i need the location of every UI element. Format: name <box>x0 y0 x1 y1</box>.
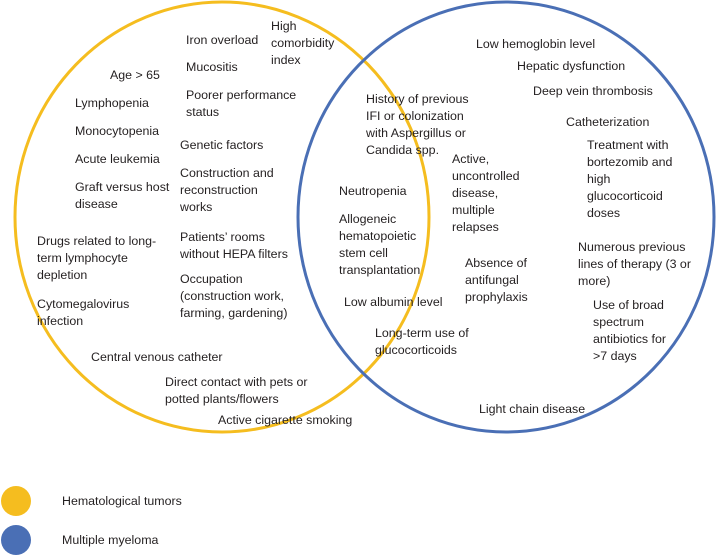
multiple-myeloma-circle <box>296 0 716 434</box>
label-direct-contact-pets-plants: Direct contact with pets or potted plant… <box>165 375 308 406</box>
label-hepatic-dysfunction: Hepatic dysfunction <box>517 59 626 73</box>
label-graft-versus-host-disease: Graft versus host disease <box>75 180 170 211</box>
label-mucositis: Mucositis <box>186 60 238 74</box>
label-lymphopenia: Lymphopenia <box>75 96 149 110</box>
hematological-tumors-legend-swatch <box>1 486 31 516</box>
label-absence-antifungal-prophylaxis: Absence of antifungal prophylaxis <box>465 256 528 304</box>
label-drugs-lymphocyte-depletion: Drugs related to long-term lymphocyte de… <box>37 234 157 282</box>
label-deep-vein-thrombosis: Deep vein thrombosis <box>533 84 653 98</box>
label-catheterization: Catheterization <box>566 115 650 129</box>
label-long-term-glucocorticoids: Long-term use of glucocorticoids <box>375 326 469 357</box>
label-active-uncontrolled-disease: Active, uncontrolled disease, multiple r… <box>452 152 520 234</box>
label-occupation: Occupation (construction work, farming, … <box>180 272 288 320</box>
label-low-hemoglobin-level: Low hemoglobin level <box>476 37 596 51</box>
label-poorer-performance-status: Poorer performance status <box>186 88 297 119</box>
label-low-albumin-level: Low albumin level <box>344 295 443 309</box>
hematological-tumors-circle <box>13 0 431 434</box>
label-acute-leukemia: Acute leukemia <box>75 152 160 166</box>
label-allogeneic-hsct: Allogeneic hematopoietic stem cell trans… <box>339 212 421 277</box>
multiple-myeloma-legend-swatch <box>1 525 31 555</box>
label-cytomegalovirus-infection: Cytomegalovirus infection <box>37 297 130 328</box>
label-genetic-factors: Genetic factors <box>180 138 264 152</box>
label-broad-spectrum-antibiotics: Use of broad spectrum antibiotics for >7… <box>593 298 667 363</box>
label-construction-works: Construction and reconstruction works <box>180 166 274 214</box>
label-central-venous-catheter: Central venous catheter <box>91 350 223 364</box>
multiple-myeloma-legend-label: Multiple myeloma <box>62 533 159 547</box>
label-active-cigarette-smoking: Active cigarette smoking <box>218 413 353 427</box>
label-iron-overload: Iron overload <box>186 33 259 47</box>
label-neutropenia: Neutropenia <box>339 184 407 198</box>
label-light-chain-disease: Light chain disease <box>479 402 586 416</box>
hematological-tumors-legend-label: Hematological tumors <box>62 494 182 508</box>
label-monocytopenia: Monocytopenia <box>75 124 160 138</box>
label-numerous-previous-lines: Numerous previous lines of therapy (3 or… <box>578 240 691 288</box>
label-bortezomib-glucocorticoid: Treatment with bortezomib and high gluco… <box>587 138 673 220</box>
label-rooms-without-hepa: Patients’ rooms without HEPA filters <box>180 230 288 261</box>
label-history-ifi-colonization: History of previous IFI or colonization … <box>366 92 469 157</box>
label-high-comorbidity-index: High comorbidity index <box>271 19 335 67</box>
label-age-over-65: Age > 65 <box>110 68 160 82</box>
